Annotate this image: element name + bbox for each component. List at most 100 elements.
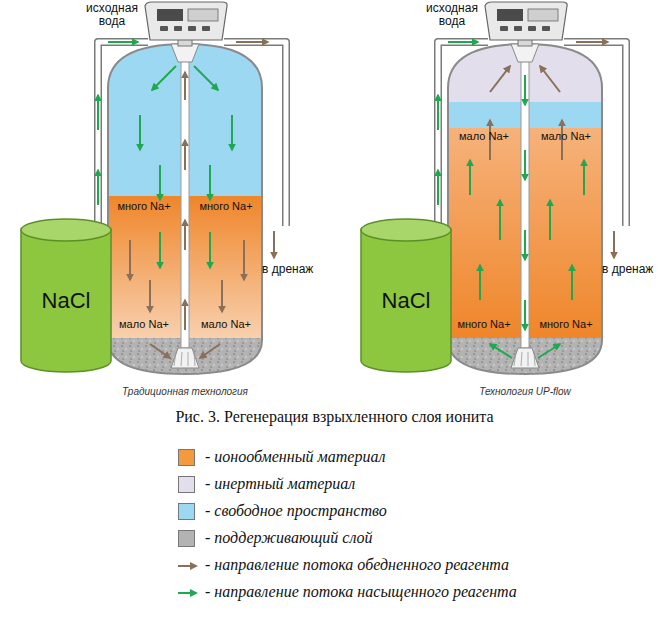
- legend-row: - ионообменный материал: [178, 448, 385, 466]
- control-valve: [145, 2, 227, 40]
- sub-caption: Традиционная технология: [122, 386, 248, 397]
- arrow-shaft: [178, 565, 192, 567]
- flow-arrow: [538, 344, 560, 358]
- resin-layer: [440, 128, 610, 338]
- legend-text: - поддерживающий слой: [205, 529, 373, 547]
- legend-row: - инертный материал: [178, 475, 355, 493]
- sub-caption: Технология UP-flow: [479, 386, 571, 397]
- brine-tank: NaCl: [360, 218, 452, 373]
- button: [160, 26, 168, 31]
- brine-tank: NaCl: [20, 218, 112, 373]
- flow-arrow: [448, 41, 478, 43]
- legend-swatch: [178, 449, 195, 466]
- flow-arrow: [108, 41, 138, 43]
- legend-text: - свободное пространство: [205, 502, 387, 520]
- flow-arrow: [571, 265, 573, 300]
- top-distributor: [511, 44, 539, 62]
- flow-arrow: [576, 41, 608, 43]
- display: [497, 9, 523, 21]
- slot: [521, 352, 522, 366]
- display: [528, 9, 558, 21]
- arrow-shaft: [178, 592, 192, 594]
- drain-label: в дренаж: [262, 262, 313, 276]
- legend-swatch: [178, 503, 195, 520]
- flow-arrow: [613, 231, 615, 258]
- flow-arrow: [184, 220, 186, 250]
- button: [174, 26, 182, 31]
- flow-arrow: [499, 200, 501, 240]
- legend-row: - поддерживающий слой: [178, 529, 373, 547]
- flow-arrow: [149, 280, 151, 312]
- concentration-label: мало Na+: [119, 318, 169, 330]
- arrow-head: [190, 589, 198, 597]
- flow-arrow: [152, 66, 176, 90]
- cylinder-body: [361, 230, 451, 372]
- concentration-label: мало Na+: [201, 318, 251, 330]
- flow-arrow: [194, 66, 218, 90]
- legend-text: - ионообменный материал: [205, 448, 385, 466]
- display: [157, 9, 183, 21]
- flow-arrow: [469, 160, 471, 195]
- button: [528, 26, 536, 31]
- flow-arrow: [583, 160, 585, 195]
- tank-label: NaCl: [382, 288, 431, 314]
- legend-arrow: [178, 557, 198, 574]
- legend-swatch: [178, 476, 195, 493]
- figure-caption: Рис. 3. Регенерация взрыхленного слоя ио…: [0, 408, 669, 426]
- button: [202, 26, 210, 31]
- tank-layers: [440, 40, 610, 378]
- tank-shell: [448, 44, 602, 374]
- concentration-label: мало Na+: [541, 130, 591, 142]
- cylinder-top: [361, 219, 451, 241]
- button: [514, 26, 522, 31]
- bottom-distributor: [511, 348, 539, 368]
- flow-arrow: [184, 300, 186, 330]
- pipe: [224, 42, 286, 226]
- button: [188, 26, 196, 31]
- flow-arrow: [540, 66, 560, 92]
- flow-arrow: [524, 230, 526, 260]
- flow-arrow: [184, 140, 186, 170]
- flow-arrow: [437, 95, 439, 130]
- cylinder-body: [21, 230, 111, 372]
- bottom-distributor: [171, 348, 199, 368]
- flow-arrow: [479, 265, 481, 300]
- slot: [534, 352, 535, 366]
- flow-arrow: [490, 66, 510, 92]
- legend-text: - инертный материал: [205, 475, 355, 493]
- flow-arrow: [184, 72, 186, 100]
- flow-arrow: [490, 344, 512, 358]
- slot: [514, 352, 516, 366]
- flow-arrow: [236, 41, 268, 43]
- flow-arrow: [524, 300, 526, 330]
- concentration-label: мало Na+: [459, 130, 509, 142]
- drain-label: в дренаж: [602, 262, 653, 276]
- slot: [188, 352, 189, 366]
- pipe: [224, 42, 286, 226]
- flow-arrow: [139, 115, 141, 150]
- top-distributor: [171, 44, 199, 62]
- arrow-head: [190, 562, 198, 570]
- flow-arrow: [243, 240, 245, 280]
- flow-arrow: [209, 232, 211, 268]
- legend-swatch: [178, 530, 195, 547]
- riser-tube: [181, 52, 189, 348]
- flow-arrow: [231, 115, 233, 150]
- cylinder-top: [21, 219, 111, 241]
- legend-row: - свободное пространство: [178, 502, 387, 520]
- flow-arrow: [159, 232, 161, 268]
- button: [542, 26, 550, 31]
- concentration-label: много Na+: [457, 318, 510, 330]
- riser-tube: [521, 52, 529, 348]
- inlet-label: исходная вода: [420, 2, 484, 28]
- flow-arrow: [524, 150, 526, 180]
- inlet-label: исходная вода: [80, 2, 144, 28]
- concentration-label: много Na+: [539, 318, 592, 330]
- flow-arrow: [273, 231, 275, 258]
- tank-shell: [108, 44, 262, 374]
- flow-arrow: [524, 75, 526, 105]
- legend-row: - направление потока обедненного реагент…: [178, 556, 509, 574]
- legend-row: - направление потока насыщенного реагент…: [178, 583, 517, 601]
- tank-label: NaCl: [42, 288, 91, 314]
- display: [188, 9, 218, 21]
